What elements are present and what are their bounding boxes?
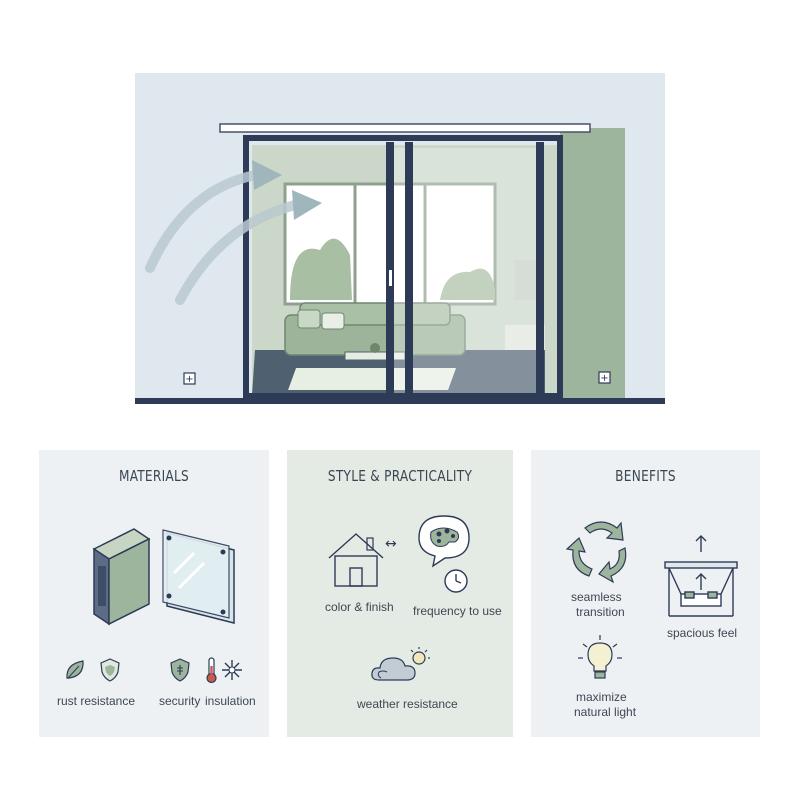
thermometer-icon: [206, 657, 217, 684]
security-label: security: [159, 694, 201, 708]
rust-resistance-label: rust resistance: [57, 694, 136, 708]
spacious-feel-label: spacious feel: [667, 626, 738, 640]
snowflake-icon: [222, 660, 242, 680]
glass-pane-icon: [162, 529, 235, 624]
benefits-title: BENEFITS: [615, 467, 676, 485]
style-practicality-panel: STYLE & PRACTICALITY ↔ color & finish fr…: [287, 450, 513, 737]
airflow-arrows: [145, 170, 300, 305]
svg-text:+: +: [185, 374, 193, 385]
wall-outlet-left: [183, 372, 196, 385]
transition-label: transition: [576, 605, 625, 619]
benefits-panel: BENEFITS seamless transition spacious fe…: [531, 450, 760, 737]
sliding-door-illustration: + +: [135, 73, 665, 404]
cloud-sun-icon: [371, 647, 430, 681]
floor-line: [135, 398, 665, 404]
shield-icon: [100, 658, 120, 682]
leaf-icon: [66, 660, 84, 679]
materials-title: MATERIALS: [118, 467, 190, 485]
seamless-label: seamless: [571, 590, 622, 604]
rug: [288, 368, 457, 390]
double-arrow-icon: ↔: [385, 536, 397, 552]
insulation-label: insulation: [205, 694, 256, 708]
trees: [290, 238, 352, 300]
natural-light-label: natural light: [574, 705, 637, 719]
curtain-rail: [219, 123, 591, 133]
door-handle: [389, 270, 392, 286]
shield-lock-icon: [170, 658, 190, 682]
frequency-to-use-label: frequency to use: [413, 604, 502, 618]
materials-panel: MATERIALS rust resistance: [39, 450, 269, 737]
maximize-label: maximize: [576, 690, 627, 704]
style-practicality-title: STYLE & PRACTICALITY: [327, 467, 473, 485]
accent-wall: [560, 128, 625, 398]
house-icon: [328, 533, 384, 587]
weather-resistance-label: weather resistance: [357, 697, 458, 711]
lightbulb-icon: [578, 635, 622, 679]
clock-icon: [444, 569, 468, 593]
aluminum-frame-profile-icon: [92, 528, 151, 626]
svg-text:+: +: [600, 373, 608, 384]
expanding-room-icon: [664, 535, 738, 617]
cycle-arrows-icon: [565, 521, 627, 584]
wall-outlet-right: [598, 371, 611, 384]
door-frame: [243, 135, 563, 399]
color-finish-label: color & finish: [325, 600, 394, 614]
palette-bubble-icon: [418, 515, 470, 568]
